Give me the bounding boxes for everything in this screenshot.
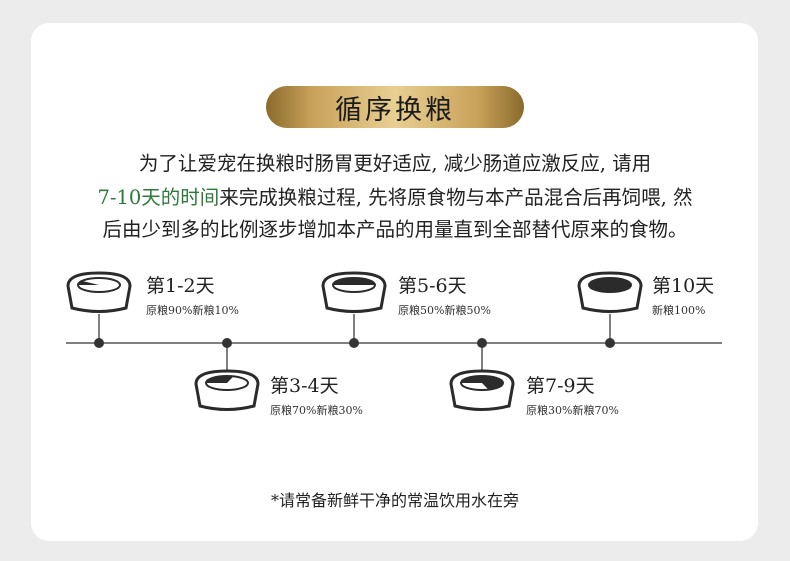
intro-line-1: 为了让爱宠在换粮时肠胃更好适应, 减少肠道应激反应, 请用: [138, 152, 652, 175]
bowl-new-food: [461, 376, 503, 390]
stage-dot: [222, 338, 232, 348]
bowl-new-food: [206, 375, 234, 383]
intro-line-2-rest: 来完成换粮过程, 先将原食物与本产品混合后再饲喂, 然: [219, 186, 693, 209]
stage-dot: [94, 338, 104, 348]
intro-line-3: 后由少到多的比例逐步增加本产品的用量直到全部替代原来的食物。: [102, 218, 688, 241]
stage-2-bowl-icon: [194, 338, 260, 411]
stage-2-ratio: 原粮70%新粮30%: [270, 404, 363, 417]
stage-3-label: 第5-6天: [398, 275, 467, 297]
intro-highlight: 7-10天的时间: [97, 186, 220, 209]
bowl-new-food: [78, 280, 99, 285]
stage-dot: [605, 338, 615, 348]
bowl-new-food: [333, 278, 375, 285]
stage-5-label: 第10天: [652, 275, 715, 297]
stage-5-bowl-icon: [577, 271, 643, 348]
intro-line-2: 7-10天的时间来完成换粮过程, 先将原食物与本产品混合后再饲喂, 然: [30, 184, 760, 212]
section-title: 循序换粮: [266, 86, 524, 128]
stage-1-label: 第1-2天: [146, 275, 215, 297]
stage-1-ratio: 原粮90%新粮10%: [146, 304, 239, 317]
stage-5-ratio: 新粮100%: [652, 304, 706, 317]
stage-3-ratio: 原粮50%新粮50%: [398, 304, 491, 317]
bowl-new-food: [589, 278, 631, 292]
stage-dot: [477, 338, 487, 348]
stage-1-bowl-icon: [66, 271, 132, 348]
stage-4-bowl-icon: [449, 338, 515, 411]
stage-4-label: 第7-9天: [526, 375, 595, 397]
stage-4-ratio: 原粮30%新粮70%: [526, 404, 619, 417]
stage-3-bowl-icon: [321, 271, 387, 348]
water-footnote: *请常备新鲜干净的常温饮用水在旁: [270, 491, 519, 510]
stage-2-label: 第3-4天: [270, 375, 339, 397]
stage-dot: [349, 338, 359, 348]
